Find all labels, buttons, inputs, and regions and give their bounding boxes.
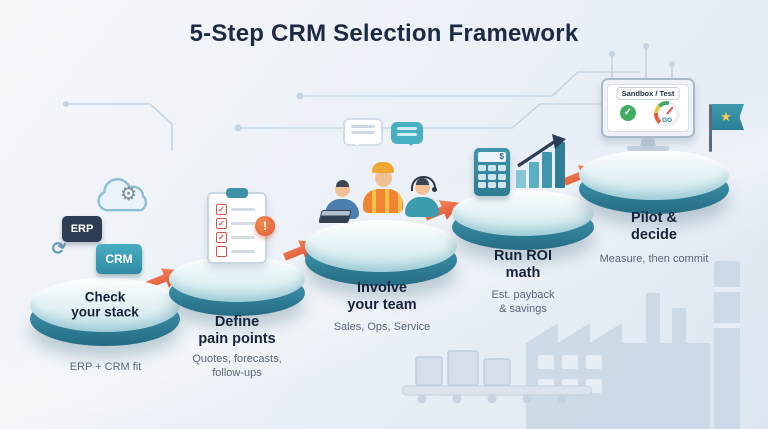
laptop-icon [318, 210, 352, 223]
step-5-subtitle: Measure, then commit [599, 253, 709, 265]
checklist-row: ✓ [216, 217, 255, 229]
growth-chart-icon [516, 134, 566, 188]
monitor-stand [640, 138, 656, 146]
checklist-line [231, 249, 255, 253]
person-head [334, 180, 350, 197]
clipboard-clip [226, 188, 248, 198]
go-gauge-icon: GO [654, 101, 680, 127]
calculator-icon: $ [474, 148, 510, 196]
step-5-pilot-decide: Sandbox / Test ✓ GO ★ Pilot & decide Mea… [573, 78, 744, 268]
checklist-line [231, 235, 255, 239]
erp-box: ERP [62, 216, 102, 242]
chat-bubble-icon [343, 118, 383, 146]
person-body [363, 189, 403, 213]
step-1-subtitle: ERP + CRM fit [69, 361, 142, 373]
hard-hat-icon [372, 162, 394, 173]
flag-cloth: ★ [712, 104, 744, 130]
platform-step-5 [579, 150, 729, 214]
platform-step-3 [305, 220, 457, 286]
step-3-involve-team: Involve your team Sales, Ops, Service [303, 118, 461, 338]
step-4-subtitle: Est. payback & savings [491, 289, 555, 316]
team-people-icon [318, 162, 441, 246]
crm-box: CRM [96, 244, 142, 274]
checkbox-checked-icon: ✓ [216, 203, 227, 215]
step-1-check-stack: Check your stack ⚙ ⟳ ERP CRM ERP + CRM f… [18, 178, 193, 392]
check-circle-icon: ✓ [620, 105, 636, 121]
calculator-keys [478, 165, 506, 188]
monitor-screen: Sandbox / Test ✓ GO [607, 84, 689, 132]
conveyor-belt-decoration [402, 350, 592, 403]
step-4-title: Run ROI math [494, 248, 552, 281]
checklist-row [216, 245, 255, 257]
step-3-subtitle: Sales, Ops, Service [333, 321, 431, 333]
monitor-icon: Sandbox / Test ✓ GO [601, 78, 695, 151]
platform-step-1: Check your stack [30, 278, 180, 346]
step-2-subtitle: Quotes, forecasts, follow-ups [192, 353, 282, 380]
platform-top [579, 150, 729, 200]
goal-flag-icon: ★ [709, 104, 744, 152]
platform-top [305, 220, 457, 272]
step-2-pain-points: ✓ ✓ ✓ ! Define pain points Quotes, forec… [163, 188, 311, 392]
checklist-row: ✓ [216, 203, 255, 215]
step-3-title: Involve your team [347, 280, 417, 313]
monitor-base [627, 146, 669, 151]
checklist-row: ✓ [216, 231, 255, 243]
person-head [374, 170, 392, 187]
platform-top [452, 190, 594, 236]
step-2-title: Define pain points [198, 314, 276, 347]
calculator-display: $ [478, 152, 506, 162]
checkbox-checked-icon: ✓ [216, 231, 227, 243]
person-hardhat-icon [363, 162, 403, 213]
sandbox-test-label: Sandbox / Test [616, 87, 680, 100]
person-headset-icon [405, 176, 439, 217]
checklist-clipboard-icon: ✓ ✓ ✓ ! [207, 188, 275, 264]
platform-top: Check your stack [30, 278, 180, 332]
person-laptop-icon [318, 180, 359, 223]
flag-pole [709, 104, 712, 152]
gauge-needle [666, 106, 674, 115]
step-5-title: Pilot & decide [631, 210, 677, 243]
step-4-roi-math: $ Run ROI math Est. payback & savings [448, 134, 598, 338]
platform-step-2 [169, 256, 305, 316]
page-title: 5-Step CRM Selection Framework [189, 20, 579, 47]
cloud-icon [97, 178, 148, 212]
checkbox-empty-icon [216, 245, 227, 257]
checkbox-checked-icon: ✓ [216, 217, 227, 229]
gear-icon: ⚙ [120, 184, 138, 205]
monitor-frame: Sandbox / Test ✓ GO [601, 78, 695, 138]
chat-bubble-teal-icon [391, 122, 423, 146]
platform-step-4 [452, 190, 594, 250]
gauge-label: GO [661, 117, 673, 124]
checklist-line [231, 221, 255, 225]
star-icon: ★ [720, 109, 732, 124]
person-body [405, 197, 439, 217]
checklist-line [231, 207, 255, 211]
step-1-title: Check your stack [71, 289, 139, 320]
headset-icon [411, 176, 437, 192]
alert-badge-icon: ! [255, 216, 275, 236]
